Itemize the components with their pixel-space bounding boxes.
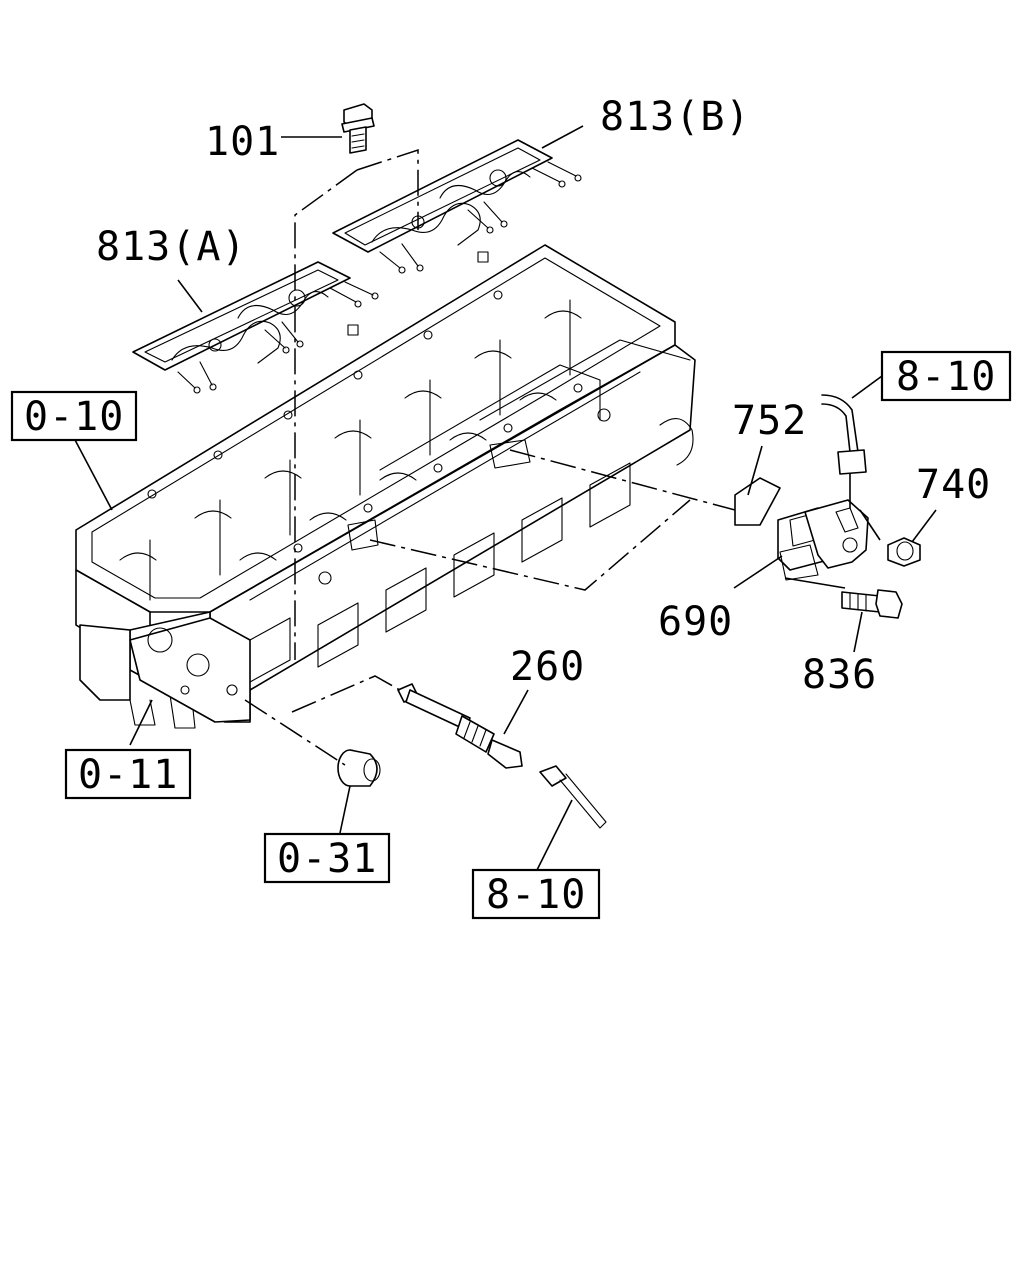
callout-813a: 813(A) [96,224,247,270]
callout-101: 101 [205,119,280,165]
gasket-813a [132,261,379,394]
callout-0-10: 0-10 [24,394,124,440]
callout-0-11: 0-11 [78,752,178,798]
callout-box-0-11 [64,748,192,800]
callout-260: 260 [510,644,585,690]
bolt-836 [841,589,903,619]
leader-lines [73,125,937,871]
callout-836: 836 [802,652,877,698]
callout-740: 740 [916,462,991,508]
connector-bottom [539,765,607,829]
callout-813b: 813(B) [600,94,751,140]
sensor-260 [397,683,523,769]
sensor-690 [777,499,869,581]
gasket-752 [734,477,781,526]
callout-box-0-31 [263,832,391,884]
plug-0-31 [337,749,381,787]
callout-box-0-10 [10,390,138,442]
nut-740 [887,537,921,567]
callout-box-8-10-top [880,350,1012,402]
assembly-lines [244,148,881,766]
cylinder-head [75,244,696,729]
callout-box-8-10-bottom [471,868,601,920]
wire-harness-top [821,394,867,509]
callout-0-31: 0-31 [277,836,377,882]
callout-8-10-top: 8-10 [896,354,996,400]
bolt-101 [341,103,375,154]
callout-8-10-bottom: 8-10 [486,872,586,918]
gasket-813b [332,139,582,274]
callouts: 101 813(B) 813(A) 0-10 8-10 752 740 690 … [10,94,1012,920]
callout-752: 752 [732,398,807,444]
callout-690: 690 [658,599,733,645]
